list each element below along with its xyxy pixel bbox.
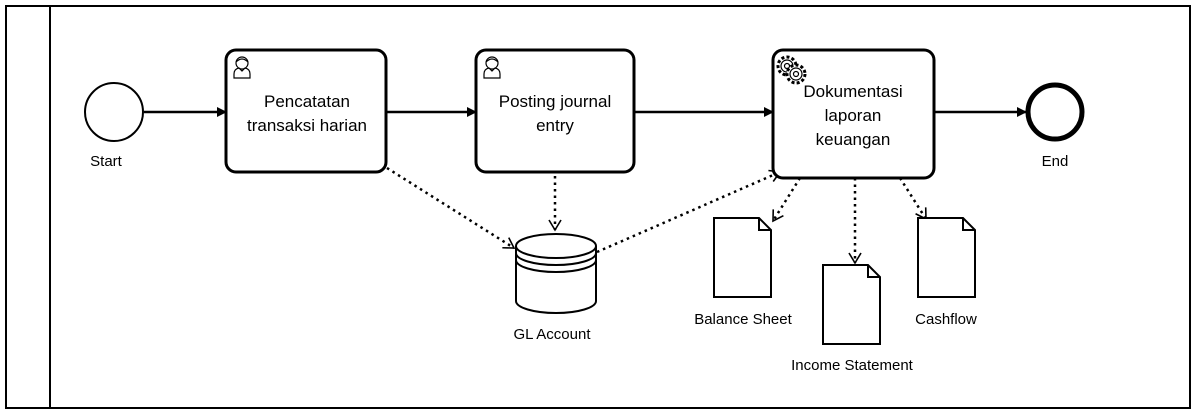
task-label-line-1: Pencatatan [264,92,350,111]
start-event-label: Start [90,153,123,170]
start-event[interactable]: Start [84,82,144,170]
data-store-gl-account[interactable]: GL Account [514,233,597,343]
data-associations [386,166,928,265]
task-label-line-2: laporan [825,106,882,125]
end-event[interactable]: End [1025,82,1085,170]
assoc-task3-to-cashflow[interactable] [898,177,928,221]
task-pencatatan[interactable]: Pencatatan transaksi harian [224,48,388,174]
user-icon [233,56,251,79]
start-event-circle[interactable] [84,82,144,142]
task-label-line-2: transaksi harian [247,116,367,135]
assoc-glaccount-to-task3[interactable] [596,169,782,254]
end-event-label: End [1042,153,1069,170]
data-object-cashflow[interactable]: Cashflow [915,217,977,328]
data-object-income-statement[interactable]: Income Statement [791,264,914,374]
task-label-line-3: keuangan [816,130,891,149]
data-store-label: GL Account [514,326,592,343]
task-posting-journal[interactable]: Posting journal entry [474,48,636,174]
task-label-line-1: Posting journal [499,92,611,111]
end-event-circle[interactable] [1025,82,1085,142]
gear-icon [776,55,807,85]
assoc-task1-to-glaccount[interactable] [386,166,516,250]
data-object-balance-sheet[interactable]: Balance Sheet [694,217,793,328]
assoc-task3-to-balance-sheet[interactable] [771,177,802,223]
data-object-label: Balance Sheet [694,311,792,328]
task-label-line-2: entry [536,116,574,135]
task-dokumentasi[interactable]: Dokumentasi laporan keuangan [771,48,936,180]
task-label-line-1: Dokumentasi [803,82,902,101]
data-object-label: Income Statement [791,357,914,374]
user-icon [483,56,501,79]
data-object-label: Cashflow [915,311,977,328]
